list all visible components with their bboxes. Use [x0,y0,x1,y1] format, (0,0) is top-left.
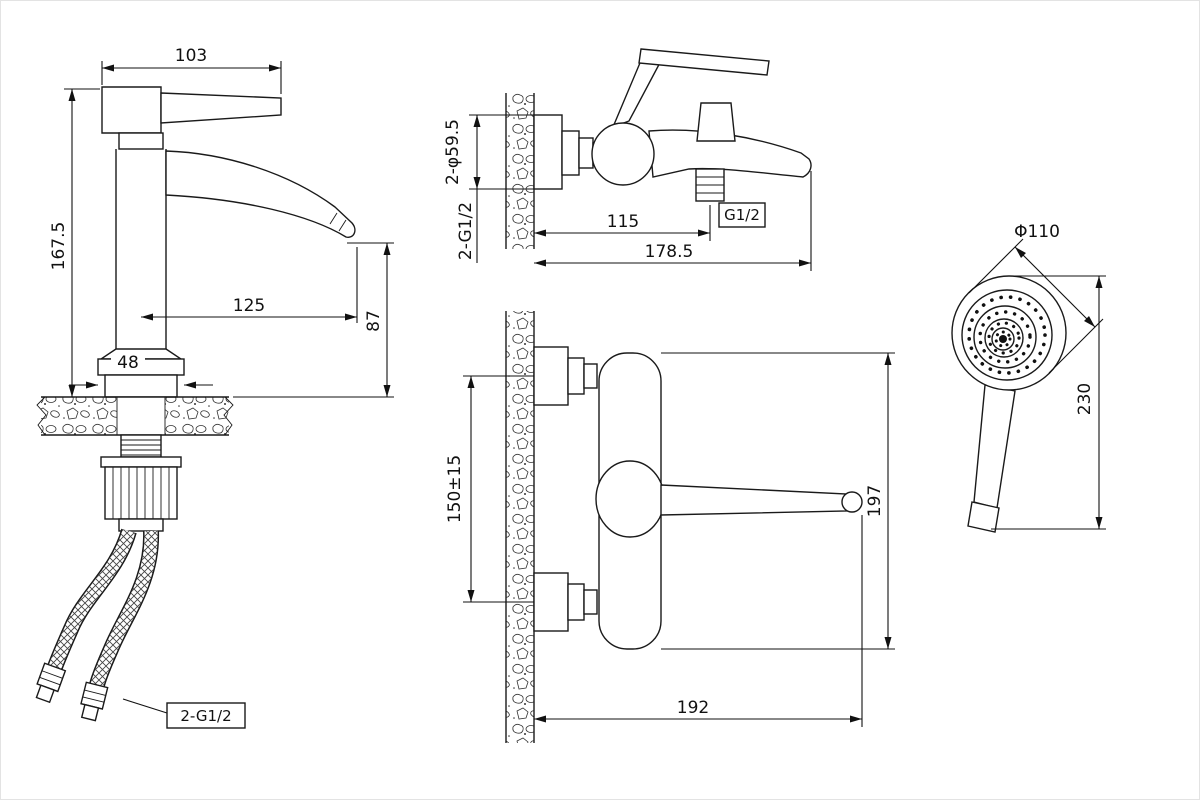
mixer-handle-lever [638,48,770,76]
connection-nut [561,130,580,176]
dim-label-inlet-spacing: 150±15 [445,455,465,523]
spray-nozzle-dots [967,295,1047,375]
hose-connector [118,518,164,532]
handle-end-cap [841,491,863,513]
dim-label-total-depth: 178.5 [645,242,694,262]
dim-label-escutcheon-diameter: 2-φ59.5 [443,119,463,185]
faucet-neck [118,132,164,150]
dim-head-diameter: Φ110 [968,222,1104,374]
hose-thread-label-box [166,702,246,729]
spout-aerator-mark [329,212,338,225]
outlet-thread-label: G1/2 [724,206,760,224]
dim-base-width: 48 [69,353,213,389]
dim-inlet-spacing: 150±15 [445,375,534,603]
hose-end-nut-right [80,681,109,722]
handle-pivot [595,460,665,538]
mounting-flange [100,456,182,468]
dim-total-height: 167.5 [49,88,100,397]
hand-shower-drawing: Φ110 230 [951,222,1106,533]
dim-spout-height: 87 [233,242,394,398]
supply-hose-left [47,528,137,670]
basin-faucet-drawing: 2-G1/2 103 167.5 125 87 [35,46,394,729]
break-line [223,396,234,436]
bottom-connection-nut [567,583,585,621]
dim-label-top-width: 103 [175,46,207,66]
outlet-thread-label-box [718,202,766,228]
top-connection-nut [567,357,585,395]
shower-handle [973,384,1016,509]
inlet-thread-label-group: 2-G1/2 [456,189,478,263]
dim-label-body-height: 197 [865,485,885,517]
dim-outlet-offset: 115 [534,205,711,241]
dim-total-length: 230 [991,275,1106,530]
bottom-escutcheon [533,572,569,632]
supply-hose-right [89,530,160,688]
dim-label-spout-reach: 125 [233,296,265,316]
dim-total-width: 192 [534,515,863,727]
hose-thread-label: 2-G1/2 [180,707,231,725]
break-line [36,396,47,436]
dim-label-base-width: 48 [117,353,139,373]
escutcheon [533,114,563,190]
inlet-thread-label: 2-G1/2 [456,202,476,260]
dim-spout-reach: 125 [141,247,358,323]
dim-label-head-diameter: Φ110 [1014,222,1060,242]
faucet-handle-lever [160,92,282,124]
dim-label-outlet-offset: 115 [607,212,639,232]
dim-top-width: 103 [101,46,282,94]
faucet-handle-head [101,86,162,134]
mixer-body [591,122,655,186]
dim-label-spout-height: 87 [364,310,384,332]
shower-head-ring [961,289,1053,381]
bath-mixer-side-drawing: G1/2 2-φ59.5 2-G1/2 115 178.5 [443,48,812,271]
bath-mixer-front-drawing: 150±15 197 192 [445,311,895,743]
shower-handle-cap [967,501,1000,533]
dim-total-depth: 178.5 [534,171,812,271]
wall-hatch [506,93,534,249]
top-escutcheon [533,346,569,406]
mounting-nut-ribs [112,467,170,519]
diverter-knob [696,102,736,142]
dim-label-total-length: 230 [1075,383,1095,415]
mounting-nut [104,466,178,520]
shower-head-center [999,335,1007,343]
mixer-handle-lever [660,484,848,516]
dim-label-total-width: 192 [677,698,709,718]
dim-label-total-height: 167.5 [49,222,69,271]
faucet-deck-ring [104,374,178,398]
dim-body-height: 197 [661,352,895,650]
dim-escutcheon-diameter: 2-φ59.5 [443,114,534,190]
wall-hatch [506,311,534,743]
faucet-spout [165,150,356,238]
countertop-hole [117,397,165,435]
leader-line [122,698,168,714]
threaded-shank [120,434,162,458]
hose-end-nut-left [35,662,67,704]
